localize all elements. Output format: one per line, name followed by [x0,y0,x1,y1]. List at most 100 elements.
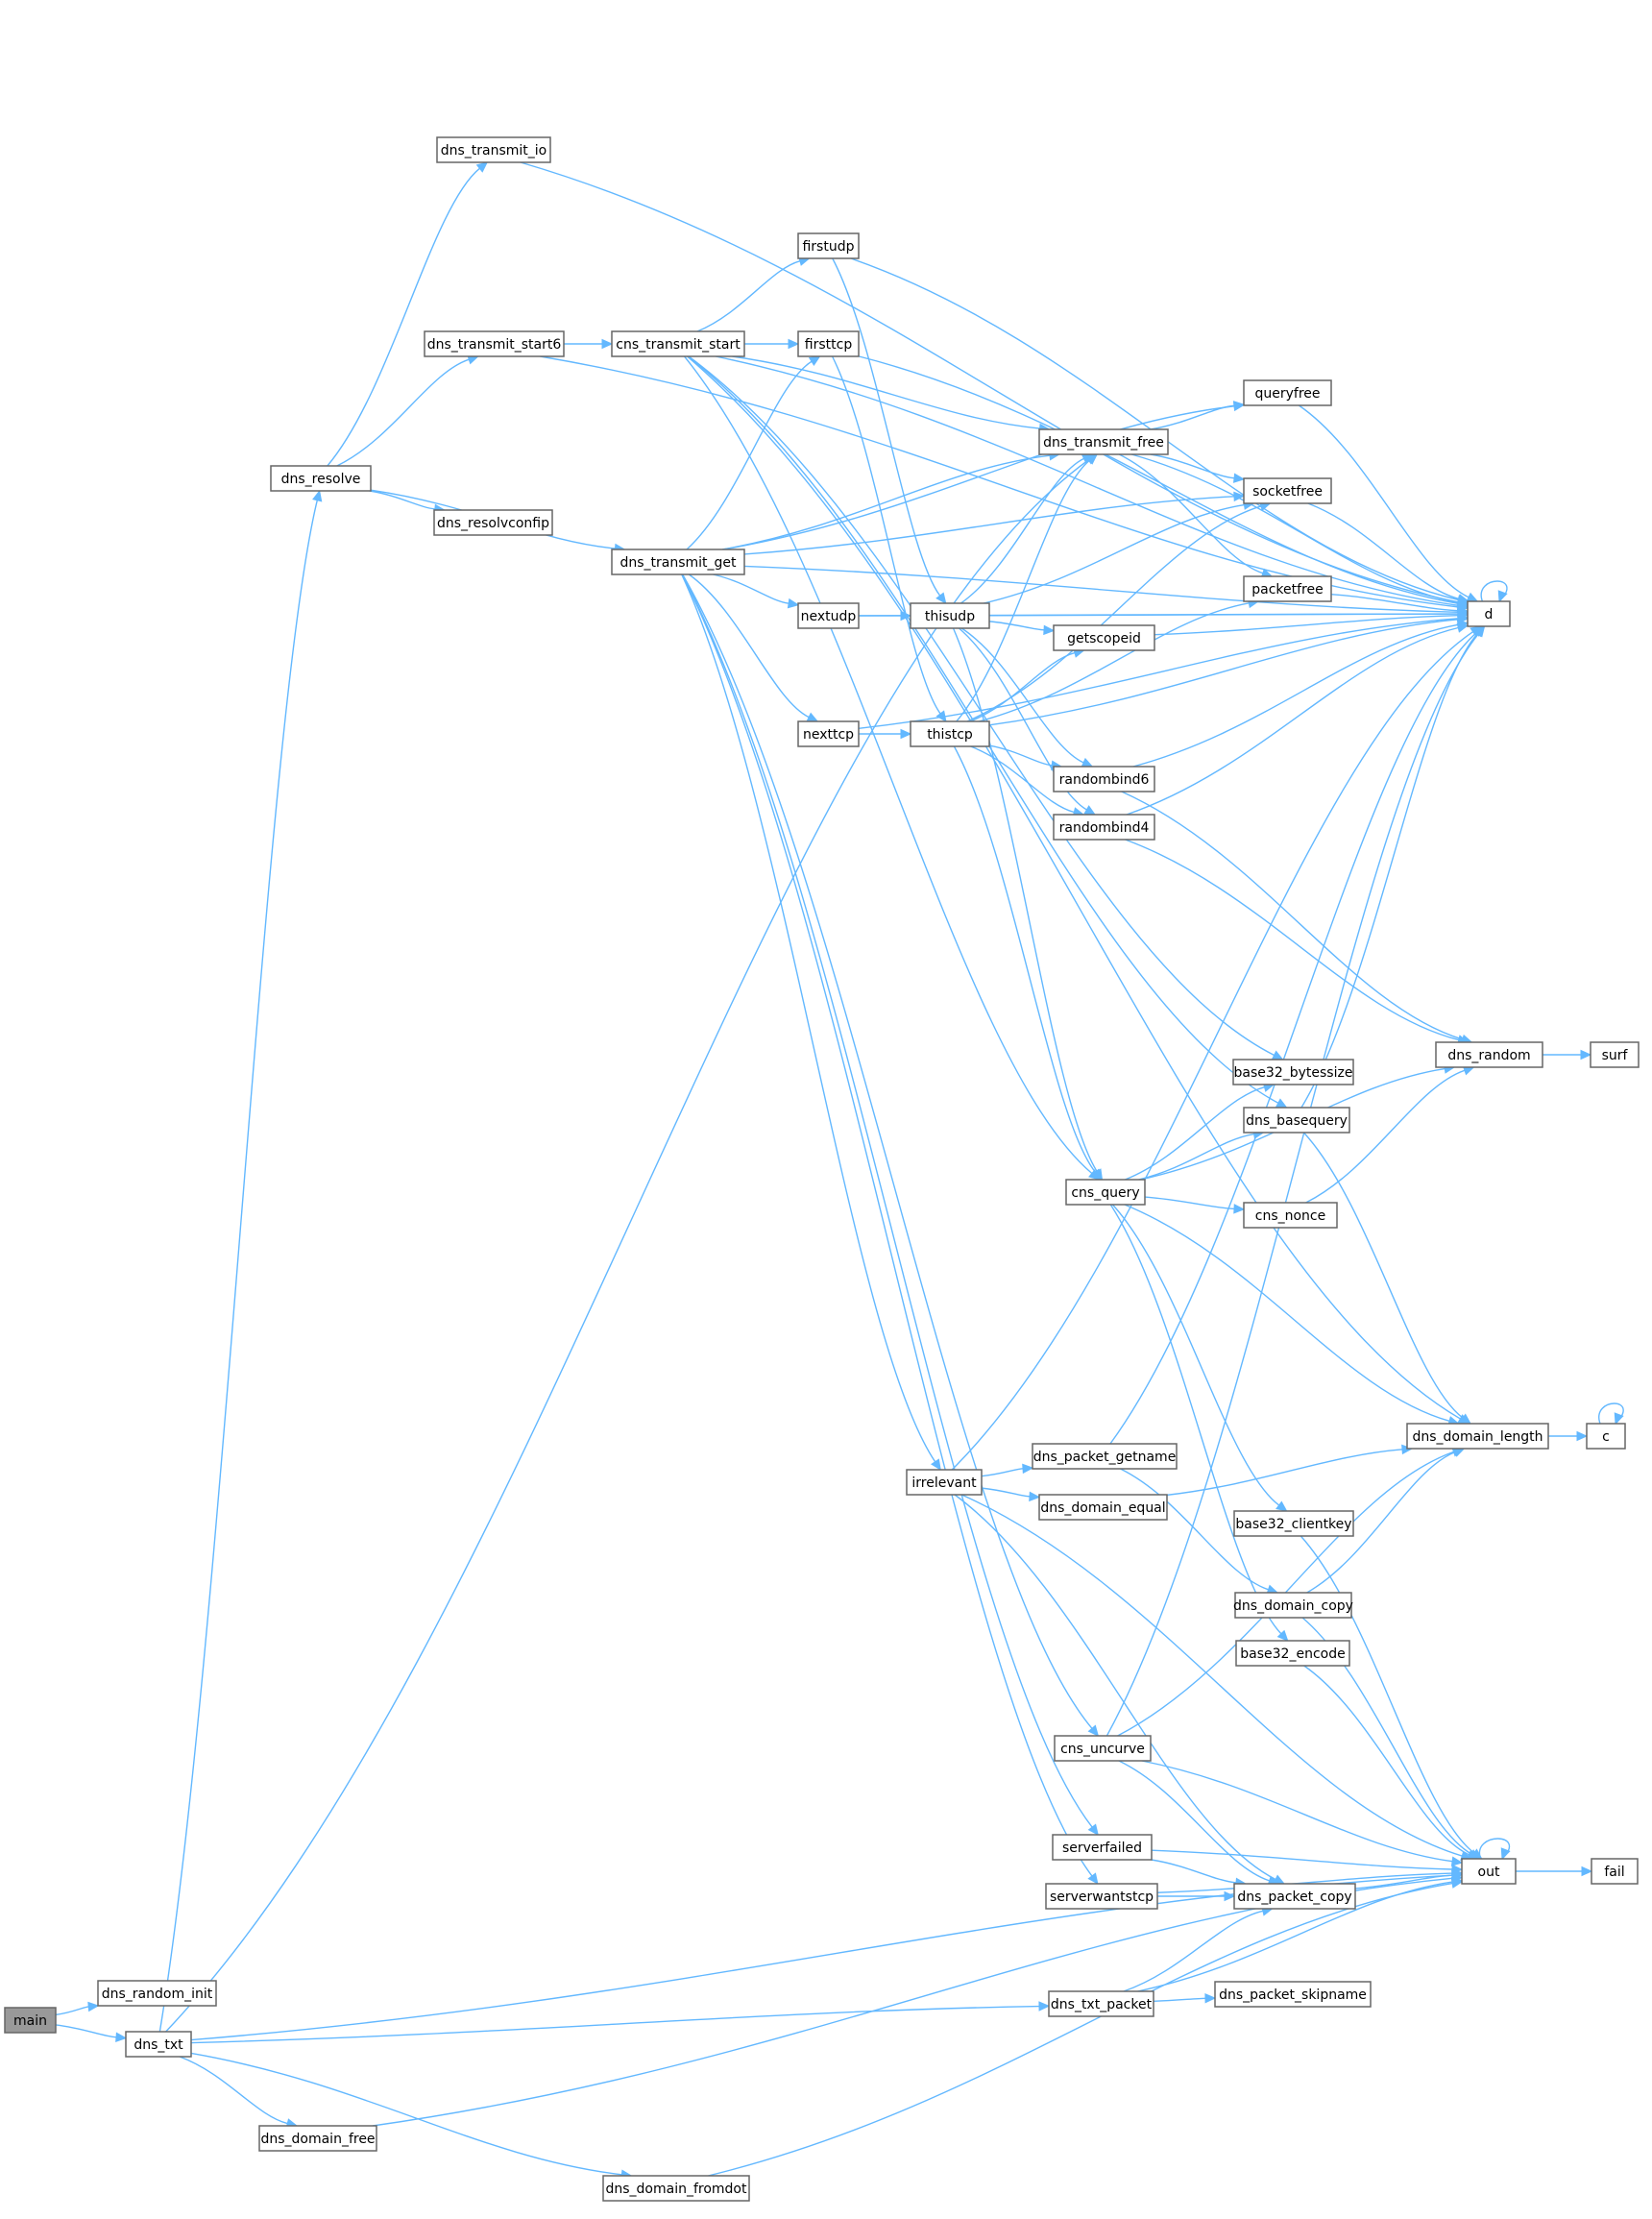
node-box [1054,1735,1152,1762]
node-base32-clientkey[interactable]: base32_clientkey [1233,1510,1354,1537]
node-box [1461,1858,1517,1885]
node-box [1232,1059,1354,1085]
node-box [797,232,860,259]
edge-cns-query-to-base32-clientkey [1111,1204,1288,1512]
node-label: surf [1602,1048,1629,1063]
node-out[interactable]: out [1461,1858,1517,1885]
node-getscopeid[interactable]: getscopeid [1053,624,1155,651]
edge-dns-domain-fromdot-to-out [708,1878,1464,2177]
node-box [1233,1883,1356,1910]
edge-dns-resolve-to-dns-transmit-io [327,161,489,467]
node-label: socketfree [1252,484,1323,500]
node-label: c [1602,1429,1610,1445]
node-box [1032,1443,1178,1470]
node-dns-domain-copy[interactable]: dns_domain_copy [1233,1592,1353,1619]
node-label: cns_uncurve [1060,1742,1145,1757]
node-d[interactable]: d [1467,600,1511,627]
node-label: getscopeid [1067,631,1141,646]
edge-dns-resolve-to-dns-transmit-start6 [336,354,479,467]
node-dns-packet-skipname[interactable]: dns_packet_skipname [1214,1981,1372,2008]
node-label: dns_random [1447,1048,1530,1063]
node-dns-transmit-get[interactable]: dns_transmit_get [611,549,745,575]
node-dns-resolve[interactable]: dns_resolve [270,465,372,492]
node-dns-txt-packet[interactable]: dns_txt_packet [1048,1990,1154,2017]
node-box [1235,1640,1350,1667]
node-dns-random-init[interactable]: dns_random_init [97,1980,217,2007]
node-dns-packet-getname[interactable]: dns_packet_getname [1032,1443,1178,1470]
node-box [4,2007,57,2034]
node-box [1435,1041,1543,1068]
node-dns-random[interactable]: dns_random [1435,1041,1543,1068]
edge-cns-transmit-start-to-dns-domain-length [687,355,1470,1425]
node-thisudp[interactable]: thisudp [910,602,990,629]
node-label: dns_resolvconfip [437,516,549,531]
node-randombind6[interactable]: randombind6 [1053,766,1155,792]
node-nexttcp[interactable]: nexttcp [797,720,860,747]
node-label: firstudp [802,239,854,255]
edge-dns-txt-to-dns-domain-free [179,2056,299,2129]
node-socketfree[interactable]: socketfree [1243,477,1332,504]
node-irrelevant[interactable]: irrelevant [906,1469,983,1496]
node-dns-transmit-start6[interactable]: dns_transmit_start6 [424,330,565,357]
node-box [1590,1041,1640,1068]
edge-cns-transmit-start-to-d [715,355,1470,611]
node-label: dns_domain_free [260,2132,375,2147]
edge-thistcp-to-socketfree [966,501,1272,722]
node-box [1243,477,1332,504]
node-c[interactable]: c [1586,1423,1626,1450]
node-box [1243,575,1332,602]
node-dns-domain-length[interactable]: dns_domain_length [1406,1423,1549,1450]
node-cns-nonce[interactable]: cns_nonce [1243,1202,1338,1229]
node-dns-transmit-free[interactable]: dns_transmit_free [1038,428,1169,455]
node-packetfree[interactable]: packetfree [1243,575,1332,602]
node-box [910,720,990,747]
node-dns-basequery[interactable]: dns_basequery [1243,1107,1350,1134]
node-dns-domain-equal[interactable]: dns_domain_equal [1038,1494,1168,1521]
edge-getscopeid-to-d [1154,610,1470,636]
nodes-layer: main dns_random_init dns_txt dns_transmit_i… [4,136,1640,2202]
node-label: out [1478,1865,1500,1880]
edge-dns-transmit-free-to-socketfree [1150,453,1246,483]
node-cns-uncurve[interactable]: cns_uncurve [1054,1735,1152,1762]
node-dns-transmit-io[interactable]: dns_transmit_io [436,136,551,163]
node-box [125,2031,192,2058]
node-nextudp[interactable]: nextudp [797,602,860,629]
node-surf[interactable]: surf [1590,1041,1640,1068]
edge-dns-transmit-free-to-queryfree [1150,401,1246,430]
node-dns-domain-free[interactable]: dns_domain_free [258,2125,377,2152]
node-box [1045,1883,1158,1910]
node-firstudp[interactable]: firstudp [797,232,860,259]
node-cns-query[interactable]: cns_query [1065,1179,1146,1206]
node-cns-transmit-start[interactable]: cns_transmit_start [611,330,745,357]
node-dns-resolvconfip[interactable]: dns_resolvconfip [433,509,553,536]
node-label: cns_transmit_start [616,337,741,353]
node-dns-txt[interactable]: dns_txt [125,2031,192,2058]
node-serverwantstcp[interactable]: serverwantstcp [1045,1883,1158,1910]
node-box [1586,1423,1626,1450]
node-dns-packet-copy[interactable]: dns_packet_copy [1233,1883,1356,1910]
node-main[interactable]: main [4,2007,57,2034]
node-dns-domain-fromdot[interactable]: dns_domain_fromdot [602,2175,750,2202]
edge-d-to-d [1480,580,1508,603]
node-randombind4[interactable]: randombind4 [1053,814,1155,841]
edge-dns-domain-length-to-c [1548,1430,1589,1442]
node-label: dns_transmit_io [441,143,547,158]
node-thistcp[interactable]: thistcp [910,720,990,747]
node-label: thisudp [925,609,975,624]
edge-socketfree-to-d [1307,502,1470,604]
node-label: dns_packet_getname [1033,1450,1177,1465]
edge-dns-random-to-surf [1543,1049,1592,1061]
node-label: thistcp [927,727,973,743]
node-serverfailed[interactable]: serverfailed [1052,1834,1153,1861]
node-label: dns_packet_skipname [1219,1987,1367,2003]
node-fail[interactable]: fail [1591,1858,1639,1885]
node-base32-bytessize[interactable]: base32_bytessize [1232,1059,1354,1085]
node-box [797,330,860,357]
node-box [611,549,745,575]
node-box [1038,428,1169,455]
node-base32-encode[interactable]: base32_encode [1235,1640,1350,1667]
node-box [436,136,551,163]
node-label: dns_txt [134,2037,183,2053]
node-firsttcp[interactable]: firsttcp [797,330,860,357]
node-queryfree[interactable]: queryfree [1243,379,1332,406]
